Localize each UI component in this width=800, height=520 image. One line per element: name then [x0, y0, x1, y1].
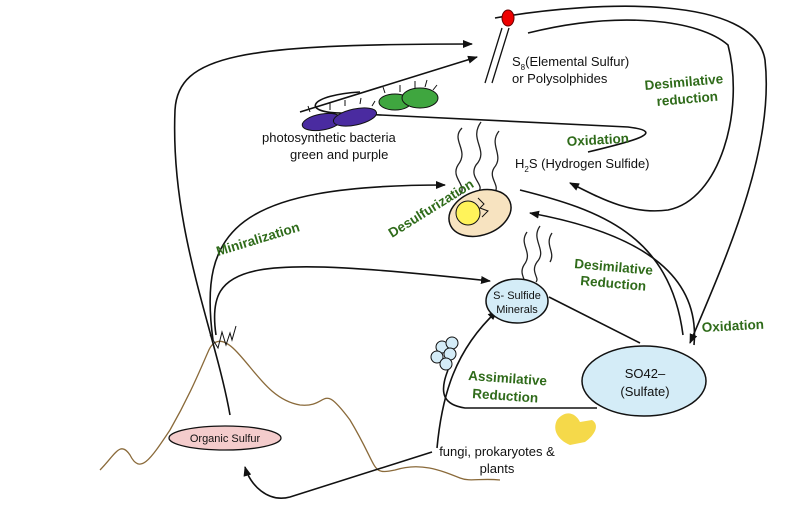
purple-bacteria-icon — [301, 97, 378, 132]
organic-sulfur-label: Organic Sulfur — [190, 433, 261, 445]
sulfide-minerals-node — [485, 278, 549, 324]
arrow-sulfur-to-sulfate — [494, 5, 768, 344]
elemental-sulfur-label-2: or Polysolphides — [512, 71, 608, 86]
sulfate-node — [581, 345, 707, 417]
arrow-organisms-to-organic — [243, 451, 433, 499]
mountain-peak-scribble — [209, 325, 237, 350]
desimilative-reduction-top-label-2: reduction — [656, 89, 719, 109]
sulfur-rock-icon — [555, 413, 596, 445]
assimilative-reduction-line — [442, 369, 597, 409]
sulfate-label: SO42– — [625, 366, 666, 381]
oxidation-top-label: Oxidation — [566, 131, 629, 149]
gas-wavy-lines-upper — [455, 121, 500, 196]
desimilative-reduction-top-label: Desimilative — [644, 71, 724, 93]
arrow-organic-to-elemental-sulfur — [173, 40, 473, 416]
gas-wavy-lines-lower — [521, 225, 553, 286]
arrow-organisms-to-sulfide — [436, 310, 498, 449]
sulfide-minerals-label-2: Minerals — [496, 304, 538, 316]
fungi-cluster-icon — [430, 336, 459, 371]
arrow-to-sulfide-minerals — [213, 265, 491, 336]
organisms-label: fungi, prokaryotes & — [439, 444, 555, 459]
arrow-desimilative-reduction-top — [527, 19, 735, 212]
line-h2s-to-sulfate — [519, 189, 684, 336]
oxidation-right-label: Oxidation — [701, 317, 764, 335]
sulfate-label-2: (Sulfate) — [620, 384, 669, 399]
arrow-miniralization — [209, 181, 446, 341]
egg-icon — [448, 188, 512, 238]
sulfide-minerals-label: S- Sulfide — [493, 290, 541, 302]
arrow-bacteria-to-sulfur — [299, 55, 478, 113]
green-bacteria-icon — [378, 79, 439, 111]
match-icon — [484, 9, 515, 84]
hydrogen-sulfide-label: H2S (Hydrogen Sulfide) — [515, 156, 650, 174]
assimilative-reduction-label: Assimilative — [468, 368, 548, 388]
line-sulfide-to-sulfate — [548, 296, 641, 344]
organic-sulfur-node — [168, 425, 282, 451]
bacteria-label-2: green and purple — [290, 147, 388, 162]
elemental-sulfur-label: S8(Elemental Sulfur) — [512, 54, 629, 72]
bacteria-label: photosynthetic bacteria — [262, 130, 396, 145]
desimilative-reduction-mid-label: Desimilative — [574, 256, 654, 278]
arrow-sulfate-to-desulfurization — [529, 210, 696, 346]
organisms-label-2: plants — [480, 461, 515, 476]
desimilative-reduction-mid-label-2: Reduction — [580, 273, 647, 294]
ground-line — [99, 340, 501, 481]
assimilative-reduction-label-2: Reduction — [472, 386, 539, 406]
oxidation-loop — [314, 91, 647, 153]
